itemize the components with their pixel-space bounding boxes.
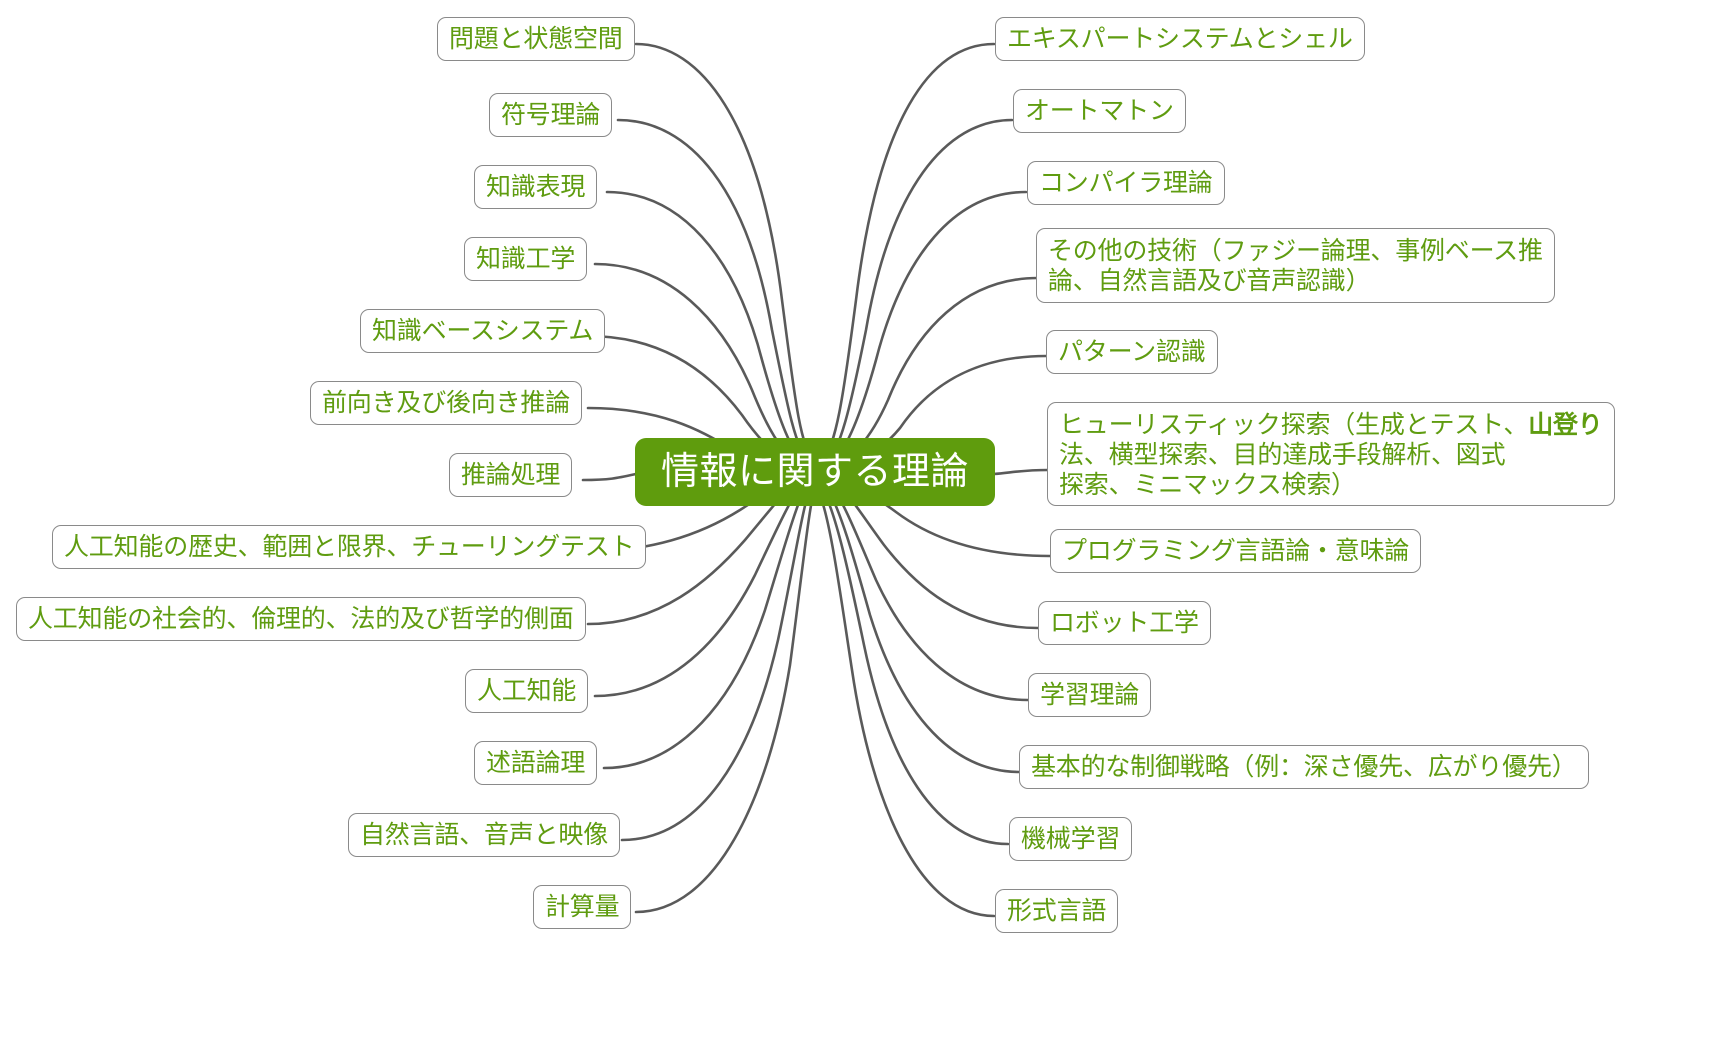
branch-node-ai-history-scope-turing-test[interactable]: 人工知能の歴史、範囲と限界、チューリングテスト <box>52 525 647 569</box>
branch-node-programming-language-theory-semantics[interactable]: プログラミング言語論・意味論 <box>1050 529 1422 573</box>
branch-node-other-technologies[interactable]: その他の技術（ファジー論理、事例ベース推 論、自然言語及び音声認識） <box>1036 228 1555 303</box>
branch-node-basic-control-strategies[interactable]: 基本的な制御戦略（例：深さ優先、広がり優先） <box>1019 745 1589 789</box>
branch-node-knowledge-representation[interactable]: 知識表現 <box>474 165 598 209</box>
branch-node-inference-processing[interactable]: 推論処理 <box>449 453 573 497</box>
branch-node-problem-state-space[interactable]: 問題と状態空間 <box>437 17 635 61</box>
branch-node-pattern-recognition[interactable]: パターン認識 <box>1046 330 1218 374</box>
central-node[interactable]: 情報に関する理論 <box>635 438 995 506</box>
branch-node-predicate-logic[interactable]: 述語論理 <box>474 741 598 785</box>
branch-node-natural-language-speech-vision[interactable]: 自然言語、音声と映像 <box>348 813 621 857</box>
branch-node-compiler-theory[interactable]: コンパイラ理論 <box>1027 161 1225 205</box>
branch-node-knowledge-engineering[interactable]: 知識工学 <box>464 237 588 281</box>
branch-node-ai-social-ethical-legal-philosophical[interactable]: 人工知能の社会的、倫理的、法的及び哲学的側面 <box>16 597 586 641</box>
branch-node-heuristic-search[interactable]: ヒューリスティック探索（生成とテスト、山登り 法、横型探索、目的達成手段解析、図… <box>1047 402 1615 506</box>
branch-node-learning-theory[interactable]: 学習理論 <box>1028 673 1152 717</box>
branch-node-robotics[interactable]: ロボット工学 <box>1038 601 1211 645</box>
branch-node-machine-learning[interactable]: 機械学習 <box>1009 817 1133 861</box>
branch-node-computational-complexity[interactable]: 計算量 <box>533 885 632 929</box>
heuristic-search-emphasis: 山登り <box>1528 411 1603 439</box>
branch-node-automata[interactable]: オートマトン <box>1013 89 1186 133</box>
branch-node-formal-language[interactable]: 形式言語 <box>995 889 1119 933</box>
branch-node-coding-theory[interactable]: 符号理論 <box>489 93 613 137</box>
branch-node-artificial-intelligence[interactable]: 人工知能 <box>465 669 589 713</box>
branch-node-forward-backward-reasoning[interactable]: 前向き及び後向き推論 <box>310 381 583 425</box>
branch-node-expert-systems-and-shells[interactable]: エキスパートシステムとシェル <box>995 17 1365 61</box>
branch-node-knowledge-based-systems[interactable]: 知識ベースシステム <box>360 309 606 353</box>
